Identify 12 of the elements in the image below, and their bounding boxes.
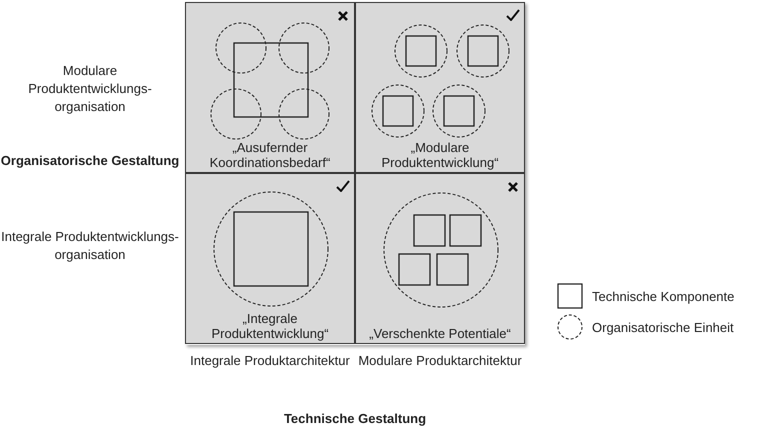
quadrant-caption: „Modulare Produktentwicklung“: [380, 140, 500, 170]
axis-label: Modulare Produktentwicklungs-organisation: [27, 62, 153, 116]
quadrant-caption: „Ausufernder Koordinationsbedarf“: [208, 140, 332, 170]
legend-text: Technische Komponente: [592, 288, 734, 304]
quadrant-caption: „Verschenkte Potentiale“: [368, 326, 512, 341]
legend-text: Organisatorische Einheit: [592, 320, 734, 334]
axis-label: Integrale Produktarchitektur: [189, 352, 351, 370]
axis-label: Modulare Produktarchitektur: [357, 352, 523, 370]
axis-label: Technische Gestaltung: [282, 410, 428, 428]
axis-label: Integrale Produktentwicklungs-organisation: [0, 228, 180, 264]
axis-label: Organisatorische Gestaltung: [0, 152, 180, 170]
quadrant-caption: „Integrale Produktentwicklung“: [210, 311, 330, 341]
